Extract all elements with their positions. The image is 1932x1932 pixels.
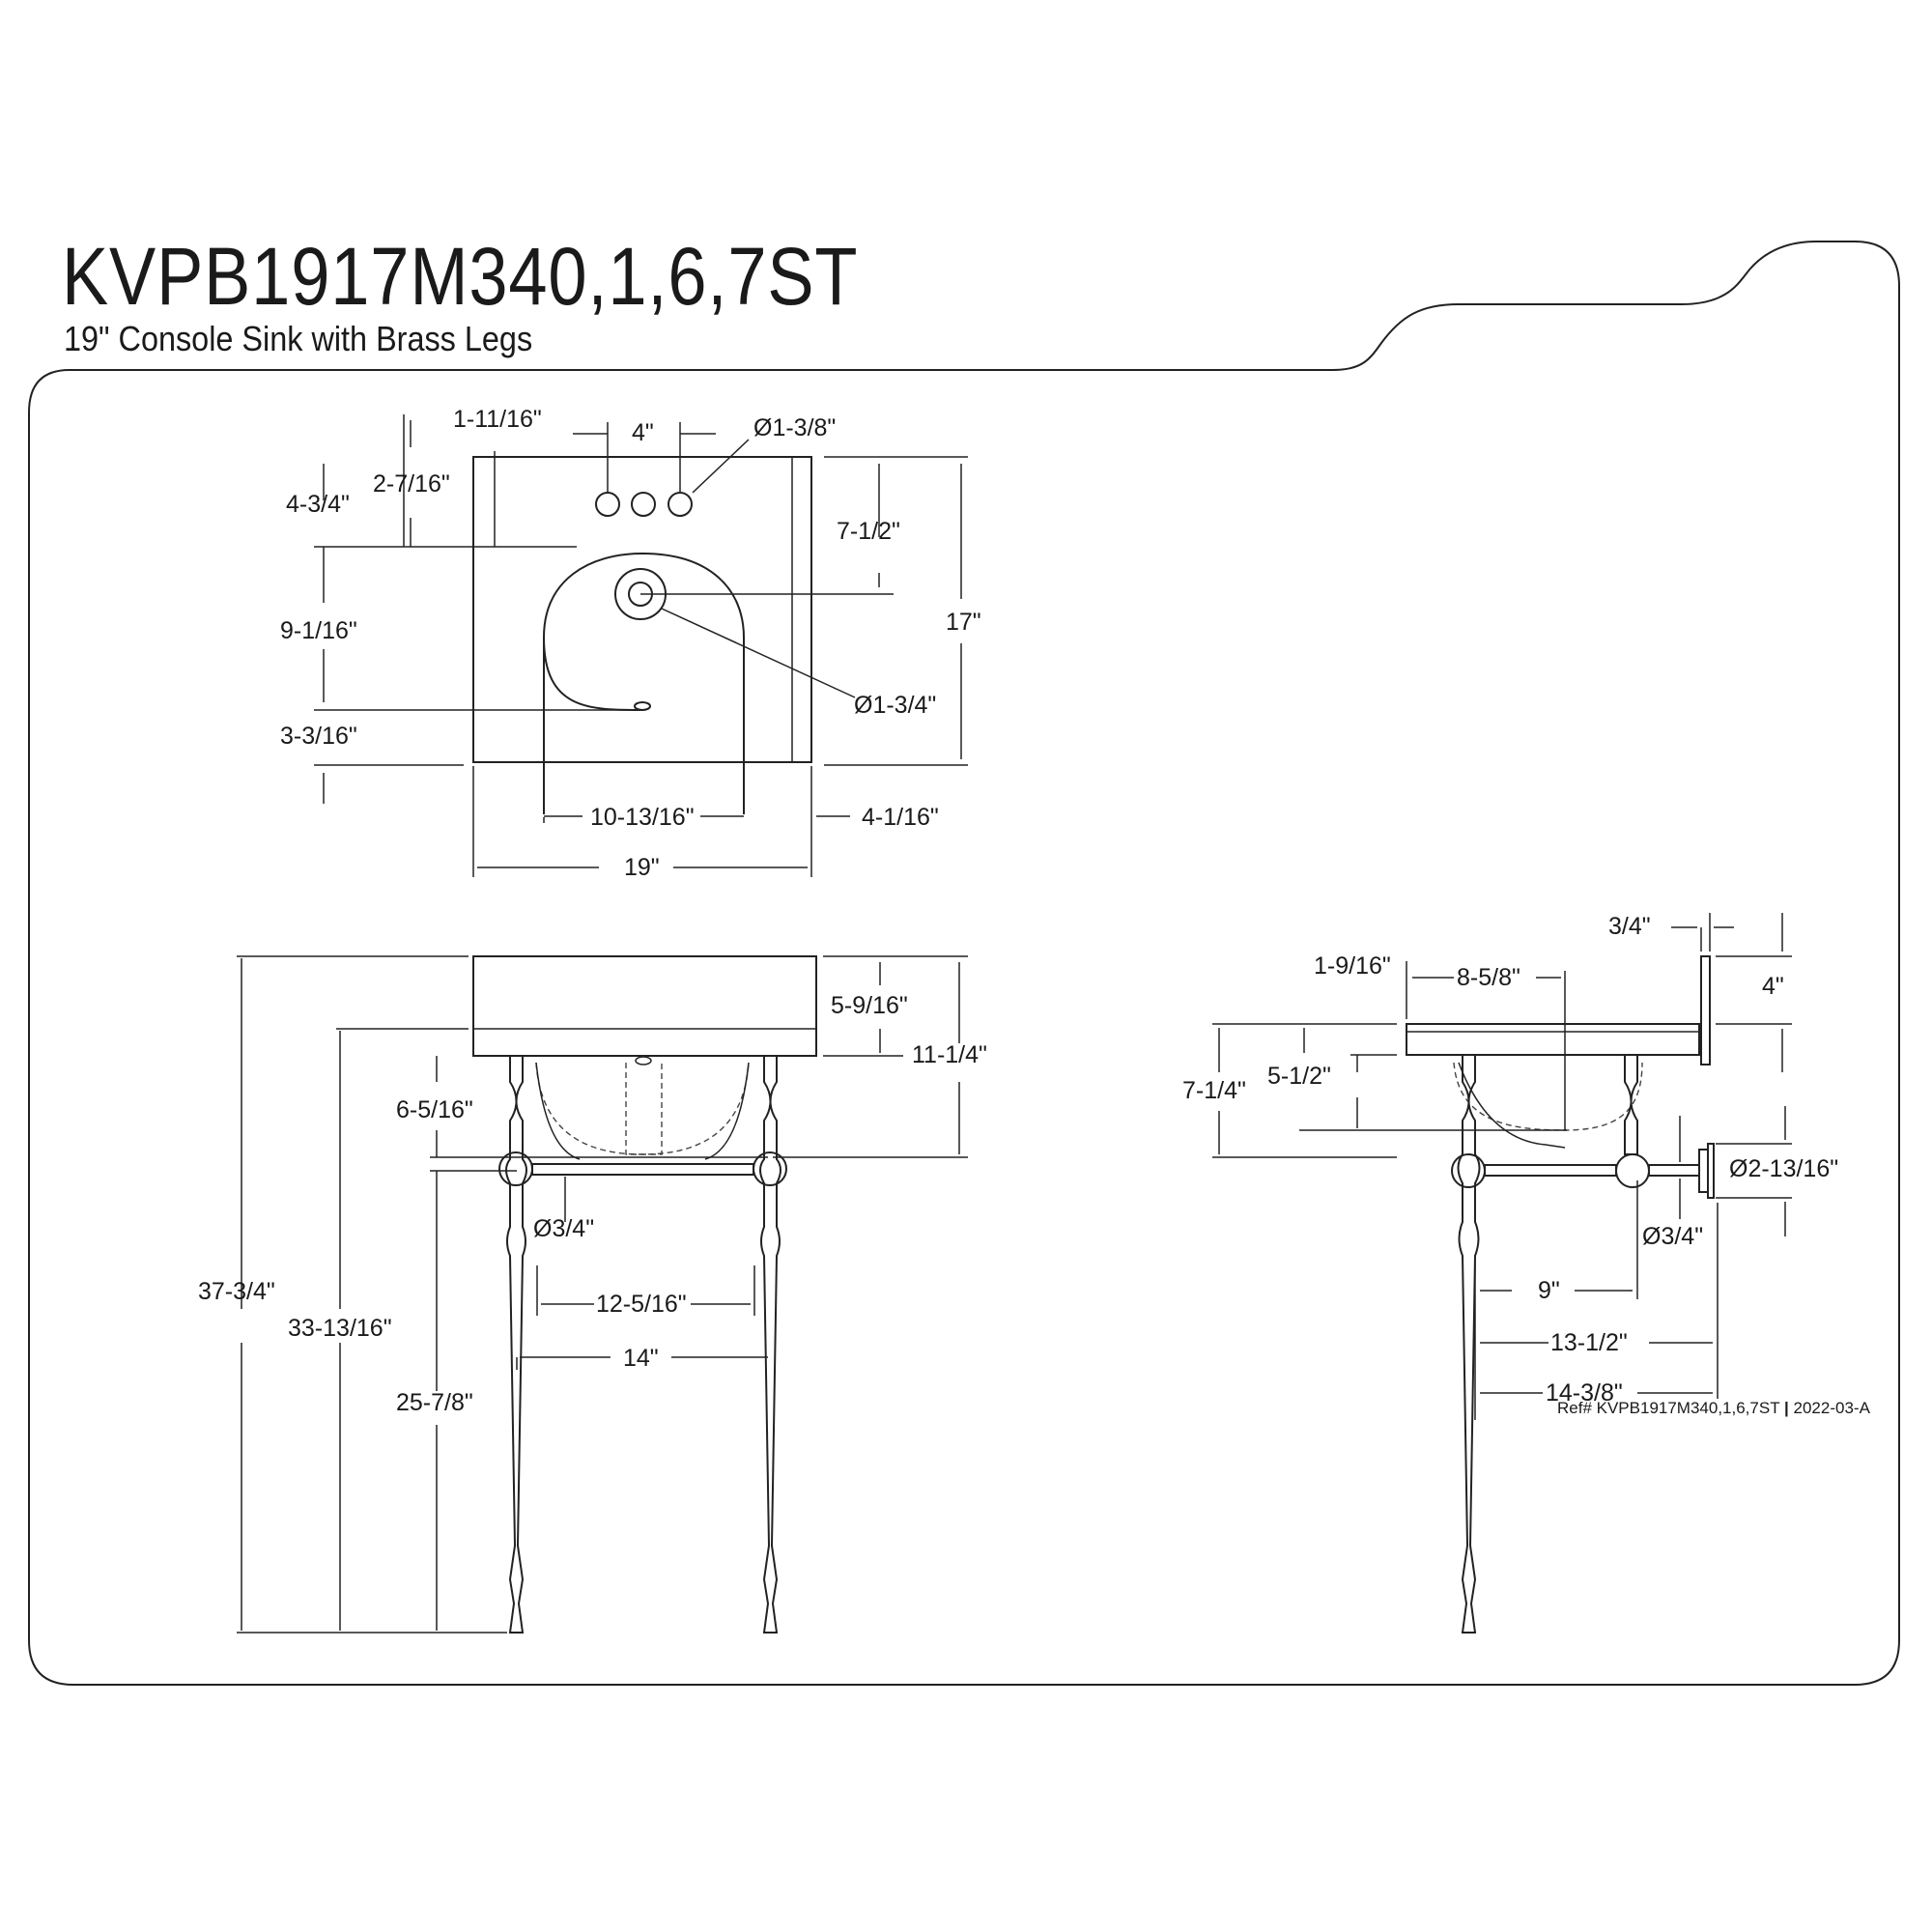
dim-side-bar-diameter: Ø3/4"	[1642, 1223, 1703, 1250]
dim-bar-diameter: Ø3/4"	[533, 1215, 594, 1242]
front-leg-left	[505, 1055, 527, 1634]
dim-14: 14"	[623, 1345, 659, 1372]
dim-19: 19"	[624, 854, 660, 881]
dim-3-3-16: 3-3/16"	[280, 723, 357, 750]
dim-2-7-16: 2-7/16"	[373, 470, 450, 497]
top-view: 1-11/16" 4" Ø1-3/8" 2-7/16" 4-3/4" 7-1/2…	[280, 406, 981, 881]
wall-flange	[1698, 1149, 1709, 1193]
dim-7-1-4: 7-1/4"	[1182, 1077, 1246, 1104]
reference-separator: |	[1784, 1399, 1789, 1417]
side-leg-front	[1457, 1055, 1481, 1634]
side-top-slab	[1406, 1023, 1700, 1056]
dim-8-5-8: 8-5/8"	[1457, 964, 1520, 991]
dim-9: 9"	[1538, 1277, 1560, 1304]
dim-25-7-8: 25-7/8"	[396, 1389, 473, 1416]
wall-mount-rod	[1648, 1164, 1700, 1177]
dim-5-9-16: 5-9/16"	[831, 992, 908, 1019]
side-view: 3/4" 4" 1-9/16" 8-5/8" 7-1/4" 5-1/2" Ø2-…	[1182, 913, 1838, 1634]
reference-footer: Ref# KVPB1917M340,1,6,7ST | 2022-03-A	[1557, 1399, 1870, 1418]
dim-9-1-16: 9-1/16"	[280, 617, 357, 644]
dim-13-1-2: 13-1/2"	[1550, 1329, 1628, 1356]
revision-code: 2022-03-A	[1793, 1399, 1870, 1417]
dim-1-11-16: 1-11/16"	[453, 406, 542, 433]
dim-11-1-4: 11-1/4"	[912, 1041, 987, 1068]
dim-12-5-16: 12-5/16"	[596, 1291, 687, 1318]
dim-10-13-16: 10-13/16"	[590, 804, 695, 831]
countertop-outline	[472, 456, 812, 763]
side-leg-back	[1624, 1055, 1638, 1155]
wall-bracket	[1700, 955, 1711, 1065]
dim-hole-spacing: 4"	[632, 419, 654, 446]
model-title: KVPB1917M340,1,6,7ST	[62, 231, 859, 322]
dim-bracket-4: 4"	[1762, 973, 1784, 1000]
dim-hole-diameter: Ø1-3/8"	[753, 414, 836, 441]
overflow	[634, 701, 651, 711]
dim-1-9-16: 1-9/16"	[1314, 952, 1391, 980]
faucet-hole-center	[631, 492, 656, 517]
towel-bar	[531, 1163, 754, 1176]
dim-14-3-8: 14-3/8"	[1546, 1379, 1623, 1406]
front-view: 5-9/16" 11-1/4" 6-5/16" Ø3/4" 37-3/4" 33…	[198, 955, 987, 1634]
reference-number: Ref# KVPB1917M340,1,6,7ST	[1557, 1399, 1780, 1417]
dim-17: 17"	[946, 609, 981, 636]
dim-3-4: 3/4"	[1608, 913, 1651, 940]
dim-33-13-16: 33-13/16"	[288, 1315, 392, 1342]
sheet-frame	[28, 241, 1900, 1686]
dim-5-1-2: 5-1/2"	[1267, 1063, 1331, 1090]
dim-4-3-4: 4-3/4"	[286, 491, 350, 518]
basin-outline	[543, 552, 745, 814]
dim-6-5-16: 6-5/16"	[396, 1096, 473, 1123]
faucet-hole-right	[668, 492, 693, 517]
dim-7-1-2: 7-1/2"	[837, 518, 900, 545]
front-leg-right	[759, 1055, 781, 1634]
faucet-hole-left	[595, 492, 620, 517]
front-top-slab	[472, 955, 817, 1057]
dim-drain-diameter: Ø1-3/4"	[854, 692, 936, 719]
product-subtitle: 19" Console Sink with Brass Legs	[64, 319, 533, 358]
dim-4-1-16: 4-1/16"	[862, 804, 939, 831]
side-bar	[1484, 1164, 1617, 1177]
dim-37-3-4: 37-3/4"	[198, 1278, 275, 1305]
dim-flange-diameter: Ø2-13/16"	[1729, 1155, 1838, 1182]
